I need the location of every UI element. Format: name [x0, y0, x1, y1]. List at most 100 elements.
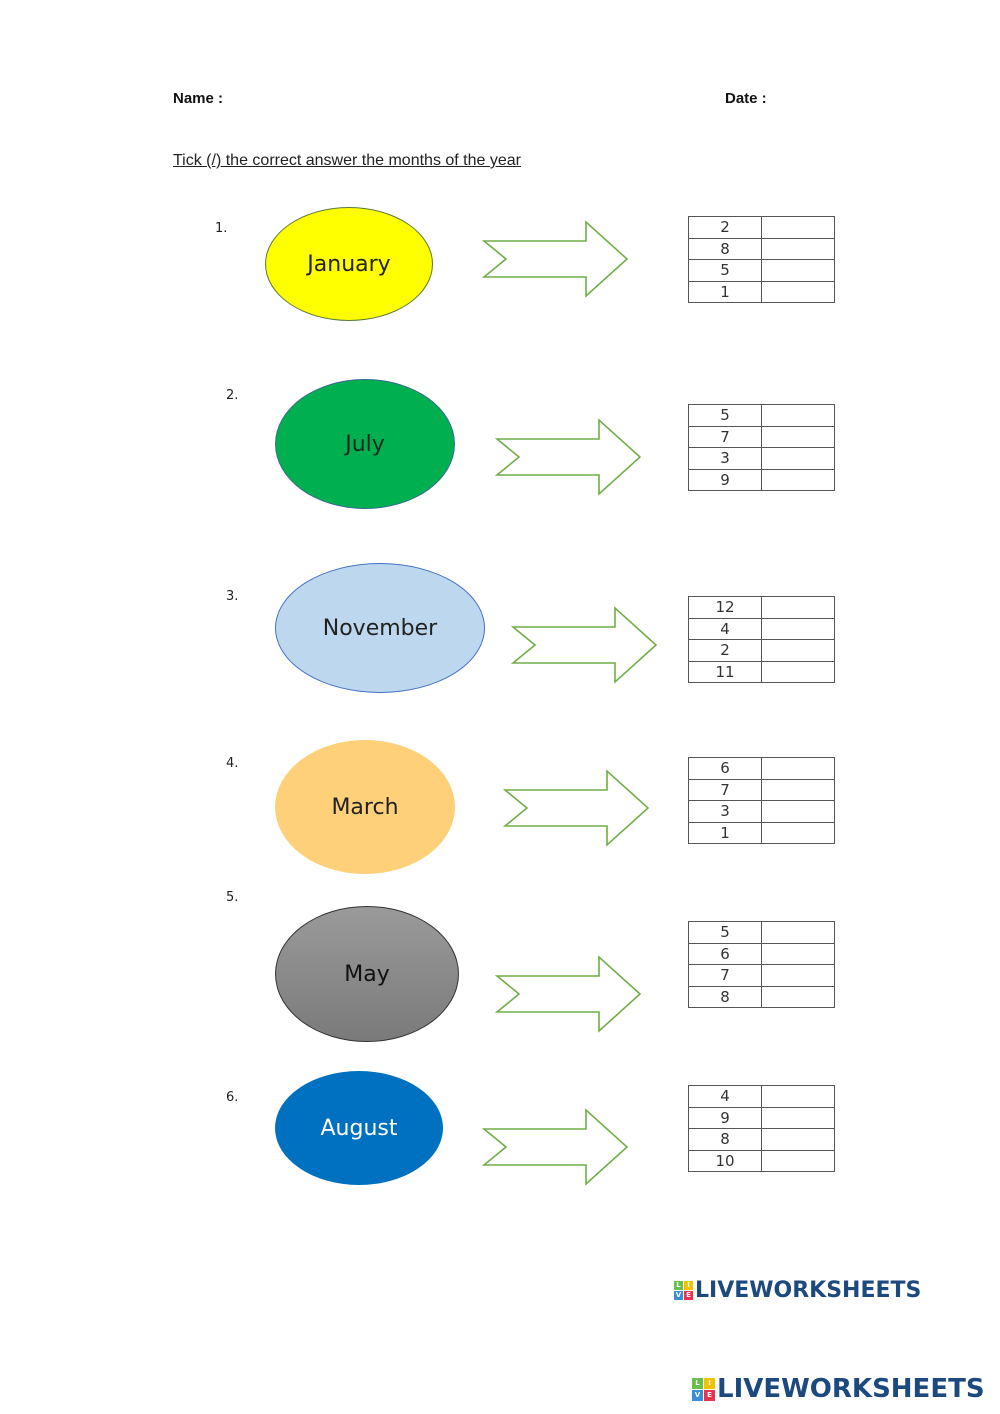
tick-cell[interactable] — [761, 639, 835, 662]
logo-letter: L — [692, 1377, 703, 1389]
tick-cell[interactable] — [761, 778, 835, 801]
logo-letter: L — [674, 1281, 683, 1290]
answer-row: 3 — [688, 800, 835, 823]
logo-letter: E — [704, 1389, 715, 1401]
answer-row: 4 — [688, 617, 835, 640]
option-value: 4 — [688, 617, 762, 640]
month-ellipse: August — [275, 1071, 443, 1185]
name-label: Name : — [173, 90, 224, 107]
answer-row: 6 — [688, 942, 835, 965]
tick-cell[interactable] — [761, 921, 835, 944]
tick-cell[interactable] — [761, 617, 835, 640]
tick-cell[interactable] — [761, 259, 835, 282]
tick-cell[interactable] — [761, 757, 835, 780]
answer-row: 9 — [688, 468, 835, 491]
option-value: 10 — [688, 1149, 762, 1172]
answer-row: 4 — [688, 1085, 835, 1108]
logo-wordmark: LIVEWORKSHEETS — [717, 1374, 985, 1404]
answer-row: 5 — [688, 921, 835, 944]
option-value: 7 — [688, 778, 762, 801]
arrow-right-icon — [511, 606, 658, 684]
option-value: 3 — [688, 447, 762, 470]
logo-squares-icon: L I V E — [674, 1281, 693, 1300]
option-value: 9 — [688, 468, 762, 491]
option-value: 11 — [688, 660, 762, 683]
tick-cell[interactable] — [761, 1149, 835, 1172]
logo-squares-icon: L I V E — [692, 1377, 715, 1401]
option-value: 5 — [688, 259, 762, 282]
answer-table: 12 4 2 11 — [688, 596, 835, 683]
tick-cell[interactable] — [761, 216, 835, 239]
option-value: 6 — [688, 757, 762, 780]
logo-letter: V — [674, 1291, 683, 1300]
tick-cell[interactable] — [761, 985, 835, 1008]
month-ellipse: March — [275, 740, 455, 874]
tick-cell[interactable] — [761, 660, 835, 683]
answer-row: 6 — [688, 757, 835, 780]
question-number: 2. — [226, 388, 239, 403]
answer-row: 1 — [688, 821, 835, 844]
answer-row: 8 — [688, 237, 835, 260]
option-value: 2 — [688, 639, 762, 662]
month-label: May — [344, 961, 390, 987]
tick-cell[interactable] — [761, 1106, 835, 1129]
option-value: 8 — [688, 985, 762, 1008]
liveworksheets-logo: L I V E LIVEWORKSHEETS — [674, 1278, 921, 1303]
tick-cell[interactable] — [761, 404, 835, 427]
question-number: 3. — [226, 589, 239, 604]
option-value: 5 — [688, 404, 762, 427]
logo-letter: I — [704, 1377, 715, 1389]
option-value: 3 — [688, 800, 762, 823]
question-number: 6. — [226, 1090, 239, 1105]
tick-cell[interactable] — [761, 800, 835, 823]
answer-row: 7 — [688, 425, 835, 448]
answer-row: 5 — [688, 404, 835, 427]
tick-cell[interactable] — [761, 237, 835, 260]
answer-row: 12 — [688, 596, 835, 619]
arrow-right-icon — [495, 418, 642, 496]
option-value: 6 — [688, 942, 762, 965]
question-number: 5. — [226, 890, 239, 905]
option-value: 8 — [688, 237, 762, 260]
answer-row: 10 — [688, 1149, 835, 1172]
month-ellipse: July — [275, 379, 455, 509]
tick-cell[interactable] — [761, 942, 835, 965]
month-label: November — [322, 615, 438, 641]
logo-letter: V — [692, 1389, 703, 1401]
answer-table: 6 7 3 1 — [688, 757, 835, 844]
answer-row: 3 — [688, 447, 835, 470]
arrow-right-icon — [503, 769, 650, 847]
month-label: July — [345, 431, 385, 457]
tick-cell[interactable] — [761, 468, 835, 491]
option-value: 7 — [688, 425, 762, 448]
tick-cell[interactable] — [761, 1128, 835, 1151]
arrow-right-icon — [495, 955, 642, 1033]
answer-row: 8 — [688, 1128, 835, 1151]
tick-cell[interactable] — [761, 425, 835, 448]
answer-table: 5 6 7 8 — [688, 921, 835, 1008]
answer-row: 11 — [688, 660, 835, 683]
logo-letter: E — [684, 1291, 693, 1300]
tick-cell[interactable] — [761, 821, 835, 844]
tick-cell[interactable] — [761, 447, 835, 470]
month-label: August — [320, 1115, 398, 1141]
option-value: 12 — [688, 596, 762, 619]
date-label: Date : — [725, 90, 767, 107]
tick-cell[interactable] — [761, 280, 835, 303]
question-number: 4. — [226, 756, 239, 771]
option-value: 5 — [688, 921, 762, 944]
answer-row: 5 — [688, 259, 835, 282]
option-value: 2 — [688, 216, 762, 239]
option-value: 4 — [688, 1085, 762, 1108]
tick-cell[interactable] — [761, 964, 835, 987]
tick-cell[interactable] — [761, 596, 835, 619]
tick-cell[interactable] — [761, 1085, 835, 1108]
month-ellipse: January — [265, 207, 433, 321]
logo-letter: I — [684, 1281, 693, 1290]
arrow-right-icon — [482, 1108, 629, 1186]
option-value: 1 — [688, 821, 762, 844]
answer-table: 5 7 3 9 — [688, 404, 835, 491]
answer-row: 7 — [688, 778, 835, 801]
month-ellipse: May — [275, 906, 459, 1042]
answer-table: 4 9 8 10 — [688, 1085, 835, 1172]
